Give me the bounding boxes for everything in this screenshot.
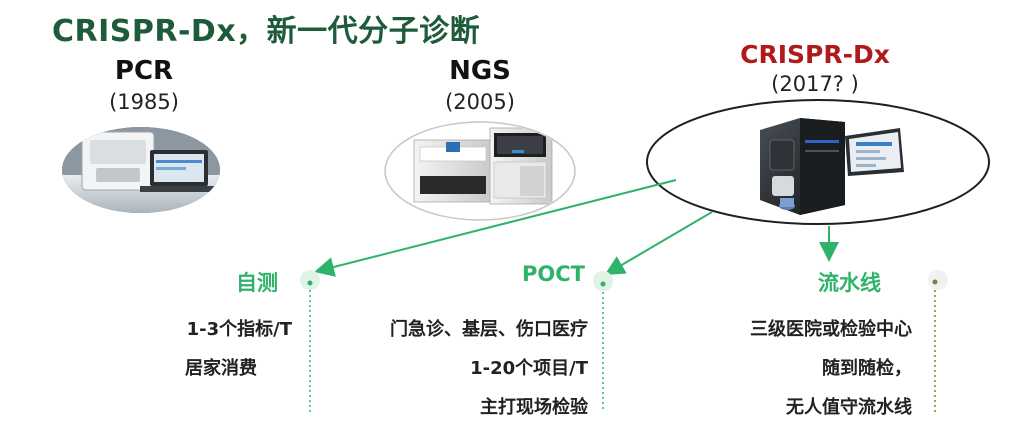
crispr-instrument-image [760,118,904,215]
crispr-name: CRISPR-Dx [740,40,890,69]
crispr-highlight-ellipse [646,99,990,225]
pcr-year: (1985) [109,90,179,114]
self-test-desc-1: 1-3个指标/T [186,319,292,340]
dot-poct [593,271,613,291]
dot-pipeline [928,270,948,290]
pipeline-desc-1: 三级医院或检验中心 [750,319,912,340]
category-poct: POCT [522,262,585,286]
pipeline-desc-3: 无人值守流水线 [786,397,912,418]
dot-self-test [300,270,320,290]
poct-desc-2: 1-20个项目/T [470,358,588,379]
ngs-year: (2005) [445,90,515,114]
pcr-name: PCR [114,56,174,86]
page-title: CRISPR-Dx，新一代分子诊断 [52,14,481,49]
poct-desc-1: 门急诊、基层、伤口医疗 [390,319,588,340]
self-test-desc-2: 居家消费 [185,358,257,379]
ngs-name: NGS [449,56,511,86]
crispr-year: (2017? ) [771,72,859,96]
ngs-instrument-image [384,121,576,221]
pcr-instrument-image [62,127,220,213]
arrow-to-self-test [314,179,677,277]
poct-desc-3: 主打现场检验 [480,397,588,418]
pipeline-desc-2: 随到随检， [822,358,912,379]
category-self-test: 自测 [236,271,278,295]
category-pipeline: 流水线 [818,271,881,295]
arrow-to-poct [604,211,713,276]
